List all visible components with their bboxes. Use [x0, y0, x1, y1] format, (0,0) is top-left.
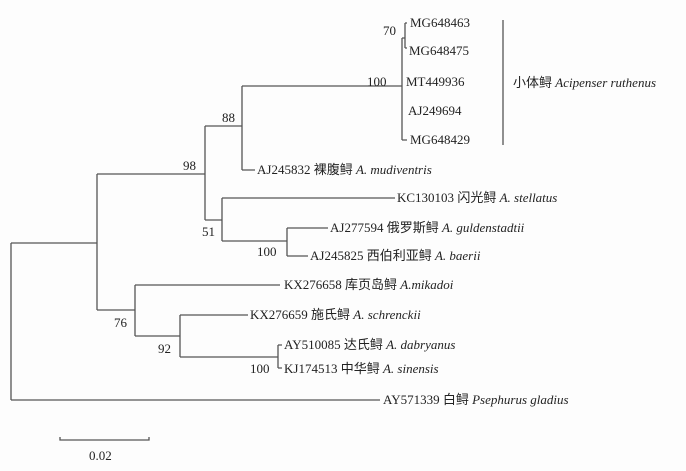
bootstrap-label: 100: [250, 361, 270, 376]
node-51: [221, 197, 395, 242]
leaf-label: KX276658 库页岛鲟 A.mikadoi: [284, 277, 454, 292]
bootstrap-label: 51: [202, 224, 215, 239]
node-88: [241, 85, 402, 171]
scale-bar-label: 0.02: [89, 448, 112, 463]
node-100-baerii: [286, 227, 328, 257]
node-98: [204, 125, 242, 221]
node-a: [96, 173, 205, 311]
leaf-label: MT449936: [406, 74, 465, 89]
node-70: [404, 22, 407, 49]
bootstrap-label: 98: [183, 158, 196, 173]
bootstrap-label: 100: [257, 244, 277, 259]
node-76: [134, 284, 280, 337]
bootstrap-label: 70: [383, 23, 396, 38]
leaf-label: KC130103 闪光鲟 A. stellatus: [397, 190, 557, 205]
leaf-labels: AJ245832 裸腹鲟 A. mudiventris KC130103 闪光鲟…: [250, 162, 569, 407]
scale-bar: [59, 437, 150, 441]
root-node: [10, 242, 380, 401]
leaf-label: AJ277594 俄罗斯鲟 A. guldenstadtii: [330, 220, 525, 235]
leaf-label: KJ174513 中华鲟 A. sinensis: [284, 361, 439, 376]
leaf-label: MG648475: [409, 43, 469, 58]
bootstrap-label: 100: [367, 74, 387, 89]
leaf-label: MG648463: [410, 15, 470, 30]
node-92: [179, 314, 278, 358]
node-100-dabryanus: [277, 344, 282, 369]
leaf-label: AJ245832 裸腹鲟 A. mudiventris: [257, 162, 432, 177]
clade-label: 小体鲟 Acipenser ruthenus: [513, 75, 656, 90]
leaf-label: AY571339 白鲟 Psephurus gladius: [383, 392, 569, 407]
bootstrap-labels: 88 98 51 100 76 92 100: [114, 110, 277, 376]
leaf-label: AJ249694: [408, 103, 462, 118]
bootstrap-label: 92: [158, 341, 171, 356]
node-ruthenus: [401, 37, 407, 141]
branches: [10, 20, 504, 441]
bootstrap-label: 88: [222, 110, 235, 125]
bootstrap-label: 76: [114, 315, 128, 330]
leaf-label: AJ245825 西伯利亚鲟 A. baerii: [310, 248, 481, 263]
leaf-label: MG648429: [410, 132, 470, 147]
leaf-label: AY510085 达氏鲟 A. dabryanus: [284, 337, 455, 352]
leaf-label: KX276659 施氏鲟 A. schrenckii: [250, 307, 421, 322]
